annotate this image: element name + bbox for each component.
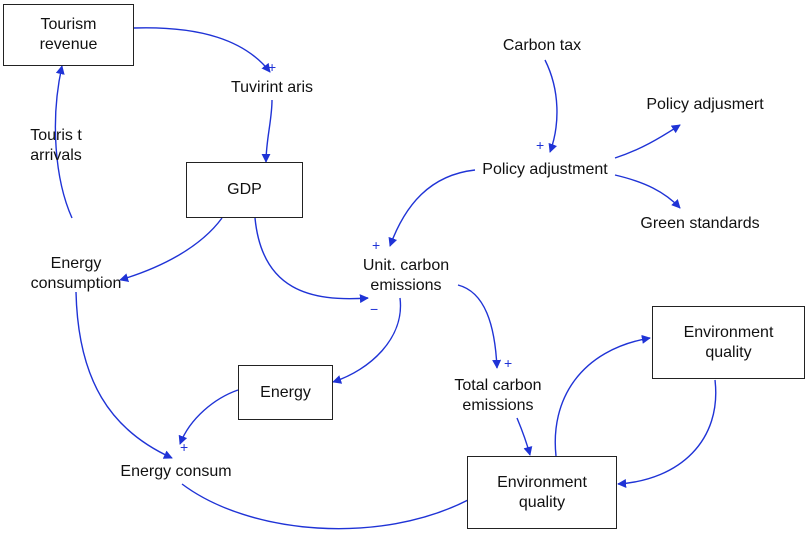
arrow-energy-consum-to-env-bottom xyxy=(181,483,469,530)
label-energy-consum: Energy consum xyxy=(120,463,232,480)
label-policy-adjusmert: Policy adjusmert xyxy=(646,96,764,113)
arrow-policy-to-unit-carbon xyxy=(388,169,476,247)
polarity-plus-policy: + xyxy=(536,137,545,153)
arrow-total-to-environment-bottom xyxy=(516,417,533,456)
label-unit-carbon-emissions: Unit. carbon emissions xyxy=(362,257,450,294)
arrow-tuvirint-to-gdp xyxy=(261,99,273,163)
gdp-box: GDP xyxy=(186,162,303,218)
label-policy-adjustment: Policy adjustment xyxy=(482,161,608,178)
arrow-unit-carbon-to-energy xyxy=(332,297,402,384)
label-tourist-arrivals: Touris t arrivals xyxy=(30,127,82,164)
environment-quality-bottom-box: Environment quality xyxy=(467,456,617,529)
tourism-revenue-box: Tourism revenue xyxy=(3,4,134,66)
arrow-arrivals-to-tourism-revenue xyxy=(54,65,73,219)
arrow-policy-to-adjusmert xyxy=(614,124,681,159)
arrow-tourism-revenue-to-tuvirint xyxy=(133,27,271,73)
energy-box: Energy xyxy=(238,365,333,420)
arrow-energy-to-energy-consum xyxy=(178,389,239,445)
arrow-env-top-to-env-bottom xyxy=(617,379,717,488)
label-carbon-tax: Carbon tax xyxy=(502,37,582,54)
label-tuvirint-aris: Tuvirint aris xyxy=(230,79,314,96)
arrow-policy-to-green xyxy=(614,174,681,209)
label-total-carbon-emissions: Total carbon emissions xyxy=(454,377,542,414)
arrow-gdp-to-energy-consumption xyxy=(119,217,223,282)
arrow-carbon-tax-to-policy xyxy=(544,59,558,153)
polarity-plus-energy-consum: + xyxy=(180,439,189,455)
polarity-minus-unit-carbon: − xyxy=(370,301,379,317)
label-green-standards: Green standards xyxy=(640,215,760,232)
label-energy-consumption: Energy consumption xyxy=(30,255,122,292)
polarity-plus-unit-carbon: + xyxy=(372,237,381,253)
polarity-plus-tuvirint: + xyxy=(268,59,277,75)
arrow-energy-consumption-to-energy-consum xyxy=(75,291,173,459)
polarity-plus-total-carbon: + xyxy=(504,355,513,371)
arrow-unit-carbon-to-total xyxy=(457,284,502,369)
arrow-gdp-to-unit-carbon xyxy=(254,217,369,304)
environment-quality-top-box: Environment quality xyxy=(652,306,805,379)
arrow-env-bottom-to-env-top xyxy=(554,334,651,457)
